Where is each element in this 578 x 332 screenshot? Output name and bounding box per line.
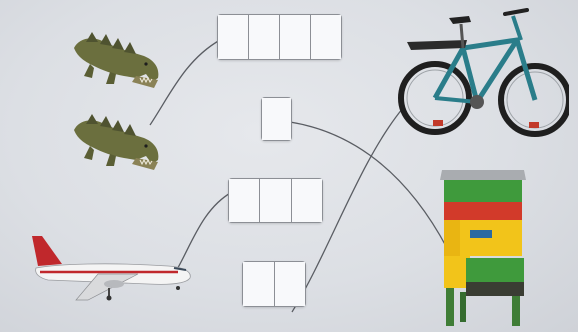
bicycle-icon [398,8,569,137]
answer-cell[interactable] [274,262,305,306]
crocodile-icon [74,114,159,170]
answer-cell[interactable] [260,179,292,222]
beehive-icon [440,170,526,326]
answer-cell[interactable] [311,15,341,59]
answer-box-3-cells[interactable] [228,178,323,223]
answer-box-4-cells[interactable] [217,14,342,60]
answer-cell[interactable] [218,15,249,59]
answer-cell[interactable] [249,15,280,59]
answer-box-2-cells[interactable] [242,261,306,307]
crocodile-icon [74,32,159,88]
airplane-icon [32,236,191,301]
answer-cell[interactable] [229,179,261,222]
answer-cell[interactable] [291,179,322,222]
line-crocodile-to-4-box [149,39,221,126]
answer-box-1-cell[interactable] [261,97,292,141]
answer-cell[interactable] [280,15,311,59]
line-1-box-to-beehive [289,121,448,249]
answer-cell[interactable] [243,262,275,306]
answer-cell[interactable] [262,98,291,140]
